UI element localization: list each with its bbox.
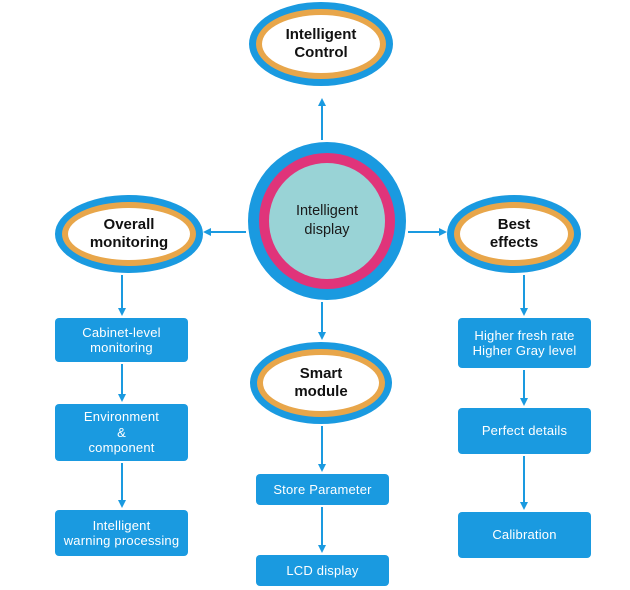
center-label: Intelligent display: [295, 203, 359, 238]
lcd-display-box: LCD display: [256, 555, 389, 586]
left-node-label: Overall monitoring: [89, 216, 169, 251]
smart-module-node: Smart module: [250, 342, 392, 424]
right-node-core: Best effects: [460, 208, 568, 260]
middle-node-label: Smart module: [294, 365, 348, 400]
top-node-core: Intelligent Control: [262, 15, 380, 73]
refresh-gray-level-box: Higher fresh rate Higher Gray level: [458, 318, 591, 368]
environment-component-box: Environment & component: [55, 404, 188, 461]
middle-node-core: Smart module: [263, 355, 379, 411]
intelligent-control-node: Intelligent Control: [249, 2, 393, 86]
cabinet-level-monitoring-box: Cabinet-level monitoring: [55, 318, 188, 362]
center-core: Intelligent display: [269, 163, 385, 279]
store-parameter-box: Store Parameter: [256, 474, 389, 505]
left-node-core: Overall monitoring: [68, 208, 190, 260]
best-effects-node: Best effects: [447, 195, 581, 273]
right-node-label: Best effects: [489, 216, 539, 251]
intelligent-display-node: Intelligent display: [248, 142, 406, 300]
calibration-box: Calibration: [458, 512, 591, 558]
overall-monitoring-node: Overall monitoring: [55, 195, 203, 273]
top-node-label: Intelligent Control: [285, 26, 357, 61]
perfect-details-box: Perfect details: [458, 408, 591, 454]
intelligent-warning-processing-box: Intelligent warning processing: [55, 510, 188, 556]
